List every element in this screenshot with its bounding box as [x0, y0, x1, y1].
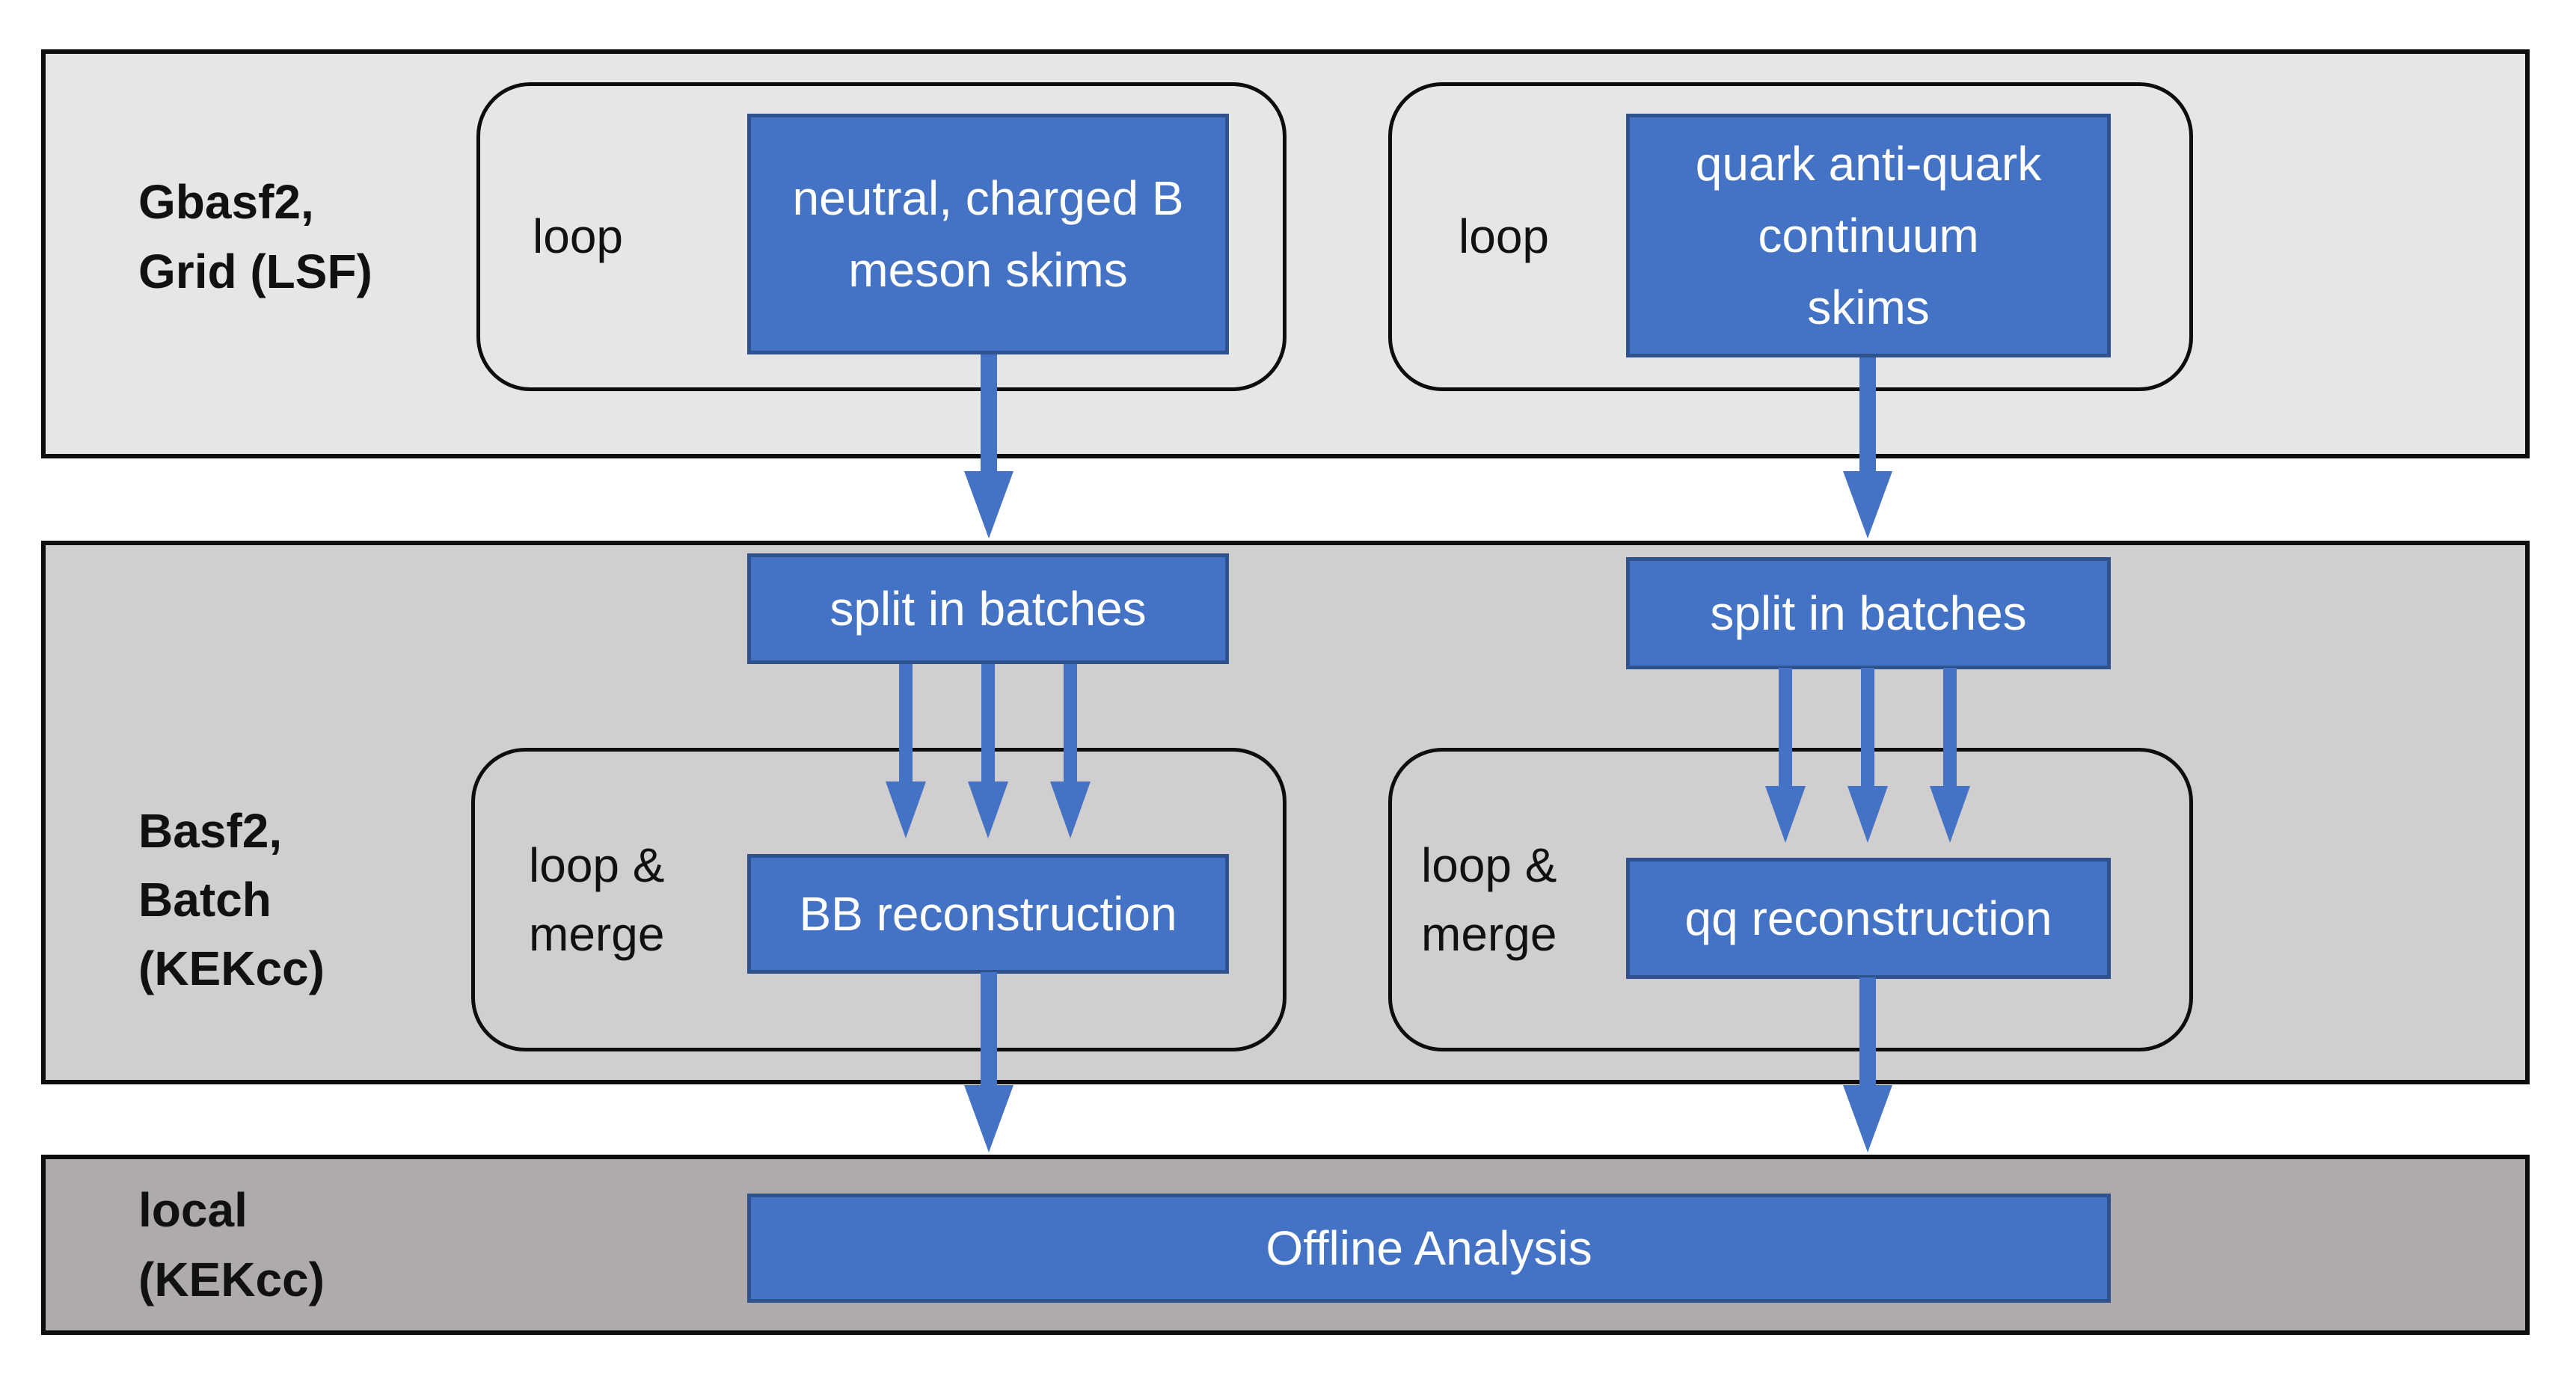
arrow-batch-b-1-icon: [886, 664, 926, 841]
loop-label-q: loop: [1459, 209, 1549, 264]
arrow-skim-q-to-split-icon: [1843, 357, 1892, 541]
arrow-recon-q-to-offline-icon: [1843, 977, 1892, 1155]
arrow-batch-b-3-icon: [1050, 664, 1091, 841]
arrow-batch-q-3-icon: [1930, 668, 1970, 845]
node-skim-b-mesons: neutral, charged B meson skims: [747, 114, 1229, 354]
band-label-batch: Basf2, Batch (KEKcc): [138, 803, 325, 996]
band-label-grid: Gbasf2, Grid (LSF): [138, 175, 372, 298]
node-split-batches-q: split in batches: [1626, 557, 2111, 669]
band-label-local: local (KEKcc): [138, 1183, 325, 1306]
arrow-batch-q-1-icon: [1765, 668, 1806, 845]
node-bb-reconstruction: BB reconstruction: [747, 854, 1229, 974]
loop-merge-container-b: [471, 748, 1287, 1051]
loop-container-q: [1388, 82, 2193, 391]
node-qq-reconstruction: qq reconstruction: [1626, 858, 2111, 979]
node-split-batches-b: split in batches: [747, 553, 1229, 664]
arrow-batch-b-2-icon: [968, 664, 1008, 841]
arrow-skim-b-to-split-icon: [964, 354, 1013, 541]
arrow-batch-q-2-icon: [1847, 668, 1888, 845]
node-skim-continuum: quark anti-quark continuum skims: [1626, 114, 2111, 357]
arrow-recon-b-to-offline-icon: [964, 972, 1013, 1155]
loop-merge-label-q: loop & merge: [1421, 838, 1557, 961]
node-offline-analysis: Offline Analysis: [747, 1194, 2111, 1303]
loop-container-b: [476, 82, 1287, 391]
loop-label-b: loop: [533, 209, 623, 264]
loop-merge-label-b: loop & merge: [529, 838, 665, 961]
